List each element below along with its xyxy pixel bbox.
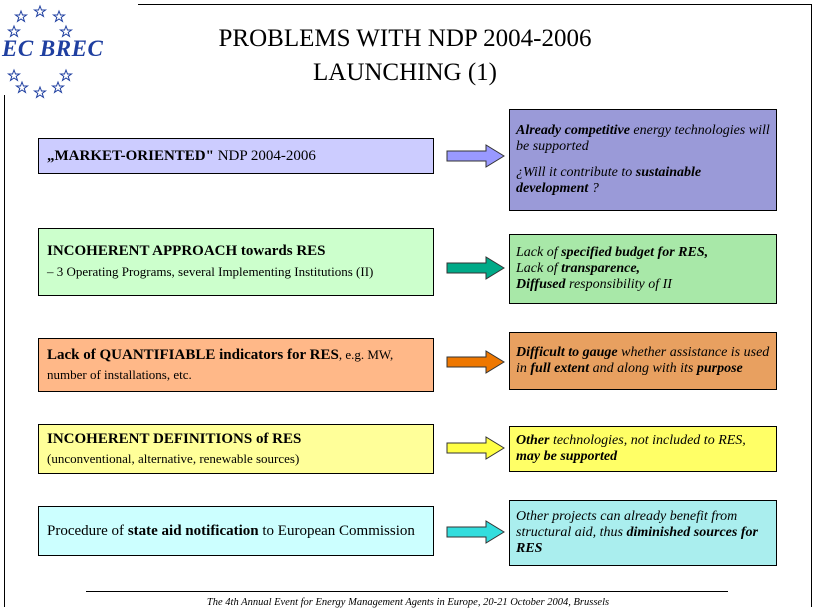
problem-bold: INCOHERENT DEFINITIONS of RES: [47, 431, 302, 447]
slide-border-top: [138, 4, 812, 5]
consequence-text: and along with its: [589, 361, 697, 376]
problem-box-quantifiable-indicators: Lack of QUANTIFIABLE indicators for RES,…: [38, 338, 434, 392]
consequence-bold: purpose: [696, 361, 743, 376]
consequence-box-gauge: Difficult to gauge whether assistance is…: [509, 332, 777, 390]
ec-brec-logo: EC BREC: [0, 0, 140, 100]
consequence-bold: diminished sources for RES: [516, 525, 758, 556]
arrow-right-icon: [446, 144, 505, 168]
consequence-box-diminished-sources: Other projects can already benefit from …: [509, 500, 777, 566]
consequence-text: Other projects can already benefit from …: [516, 509, 738, 540]
consequence-text: energy technologies will be supported: [516, 123, 770, 154]
consequence-text: Lack of: [516, 245, 562, 260]
consequence-box-other-technologies: Other technologies, not included to RES,…: [509, 426, 777, 472]
consequence-bold: Already competitive: [516, 123, 630, 138]
problem-bold: state aid notification: [127, 522, 259, 539]
problem-text: – 3 Operating Programs, several Implemen…: [47, 264, 374, 279]
consequence-text: ?: [588, 181, 599, 196]
eu-stars-icon: [6, 4, 74, 99]
consequence-text: whether assistance is used in: [516, 345, 770, 376]
consequence-bold: full extent: [530, 361, 590, 376]
consequence-text: technologies, not included to RES,: [549, 433, 746, 448]
problem-bold: „MARKET-ORIENTED": [47, 147, 214, 164]
slide-border-left: [4, 95, 5, 607]
arrow-right-icon: [446, 520, 505, 544]
footer-text: The 4th Annual Event for Energy Manageme…: [206, 597, 610, 608]
problem-box-incoherent-approach: INCOHERENT APPROACH towards RES – 3 Oper…: [38, 228, 434, 296]
consequence-bold: Diffused: [516, 277, 566, 292]
slide-title: PROBLEMS WITH NDP 2004-2006 LAUNCHING (1…: [140, 22, 670, 90]
problem-box-incoherent-definitions: INCOHERENT DEFINITIONS of RES (unconvent…: [38, 424, 434, 474]
logo-text: EC BREC: [2, 36, 104, 61]
problem-text: NDP 2004-2006: [213, 147, 316, 164]
consequence-text: responsibility of II: [565, 277, 672, 292]
problem-bold: INCOHERENT APPROACH towards RES: [47, 243, 326, 259]
footer-divider: [86, 591, 728, 592]
problem-bold: Lack of QUANTIFIABLE indicators for RES: [47, 347, 339, 363]
consequence-text: Lack of: [516, 261, 562, 276]
problem-text: Procedure of: [47, 522, 128, 539]
arrow-right-icon: [446, 436, 505, 460]
arrow-right-icon: [446, 256, 505, 280]
consequence-bold: Other: [516, 433, 550, 448]
consequence-bold: Difficult to gauge: [516, 345, 618, 360]
problem-text: , e.g. MW, number of installations, etc.: [47, 347, 394, 382]
title-line-2: LAUNCHING (1): [313, 59, 497, 86]
consequence-text: ¿Will it contribute to: [516, 165, 636, 180]
consequence-bold: specified budget for RES,: [561, 245, 709, 260]
problem-text: (unconventional, alternative, renewable …: [47, 451, 300, 466]
arrow-right-icon: [446, 350, 505, 374]
consequence-box-budget: Lack of specified budget for RES, Lack o…: [509, 234, 777, 304]
consequence-bold: transparence,: [561, 261, 641, 276]
problem-box-state-aid: Procedure of state aid notification to E…: [38, 506, 434, 556]
title-line-1: PROBLEMS WITH NDP 2004-2006: [218, 25, 592, 52]
consequence-bold: may be supported: [516, 449, 618, 464]
consequence-box-competitive: Already competitive energy technologies …: [509, 109, 777, 211]
slide-border-right: [811, 4, 812, 607]
problem-box-market-oriented: „MARKET-ORIENTED" NDP 2004-2006: [38, 138, 434, 174]
consequence-bold: sustainable development: [516, 165, 702, 196]
problem-text: to European Commission: [258, 522, 415, 539]
